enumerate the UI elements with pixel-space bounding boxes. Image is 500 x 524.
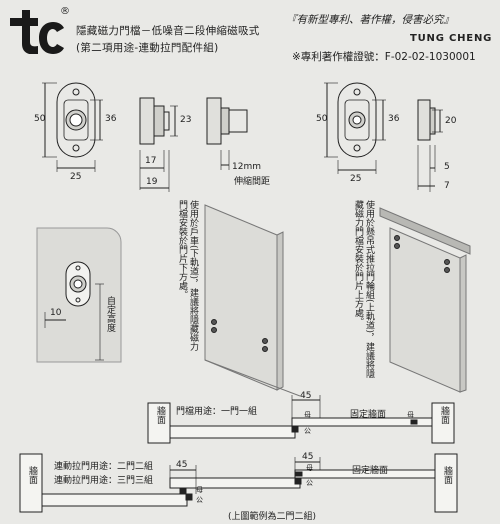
door-stop-use: 門檔用途：一門一組 <box>176 407 258 417</box>
patent-number: ※專利著作權證號：F-02-02-1030001 <box>292 51 476 63</box>
male-label-2b: 公 <box>306 479 313 487</box>
product-title: 隱藏磁力門檔－低噪音二段伸縮磁吸式 <box>76 25 260 37</box>
wall-left-1 <box>147 402 171 444</box>
male-label-2a: 公 <box>196 496 203 504</box>
dim-right-width: 25 <box>350 174 362 184</box>
product-subtitle: (第二項用途-連動拉門配件組) <box>76 42 219 54</box>
dim-detail-width: 10 <box>50 308 62 318</box>
wall-label-1b: 牆面 <box>439 406 449 424</box>
linked-use-1: 連動拉門用途：二門二組 <box>54 462 154 472</box>
dim-left-height: 50 <box>34 114 46 124</box>
dim-right-inner-height: 36 <box>388 114 400 124</box>
dim-left-width: 25 <box>70 172 82 182</box>
left-install-note: 使用於戶車(下軌道)，建議將隱藏磁力門檔安裝於門片下方處。 <box>177 200 198 352</box>
wall-left-2 <box>19 453 43 513</box>
door-panel-1 <box>169 425 296 439</box>
female-label-1a: 母 <box>304 411 311 419</box>
male-label-1: 公 <box>304 427 311 435</box>
dim-right-height: 50 <box>316 114 328 124</box>
dim-left-inner-height: 36 <box>105 114 117 124</box>
dim-right-depth-7: 7 <box>444 181 450 191</box>
extended-side-body <box>206 97 222 145</box>
door-panel-2b <box>169 477 301 489</box>
gap-label-2a: 45 <box>176 460 188 470</box>
patent-slogan: 『有新型專利、著作權，侵害必究』 <box>286 14 454 26</box>
brand-logo <box>6 8 72 55</box>
fixed-wall-label-2: 固定牆面 <box>352 466 389 476</box>
registered-mark: ® <box>60 6 70 17</box>
detail-caption: 自定高度 <box>105 296 115 332</box>
fixed-wall-label-1: 固定牆面 <box>350 410 387 420</box>
linked-use-2: 連動拉門用途：三門三組 <box>54 476 154 486</box>
left-front-plate <box>56 82 96 158</box>
gap-label-1: 45 <box>300 391 312 401</box>
dim-right-side-height: 20 <box>445 116 457 126</box>
dim-right-depth-5: 5 <box>444 162 450 172</box>
wall-label-2a: 牆面 <box>27 466 37 484</box>
brand-name: TUNG CHENG <box>410 33 493 44</box>
female-label-2a: 母 <box>196 486 203 494</box>
right-side-body <box>417 99 431 141</box>
lower-track-door <box>204 204 278 391</box>
dim-left-depth-17: 17 <box>145 156 157 166</box>
left-side-body <box>139 97 155 145</box>
wall-right-1 <box>431 402 455 444</box>
upper-track-door <box>389 227 461 393</box>
door-panel-2a <box>41 493 188 507</box>
female-label-2b: 母 <box>306 464 313 472</box>
dim-left-side-height: 23 <box>180 115 192 125</box>
stroke-label: 12mm <box>232 162 261 172</box>
stroke-caption: 伸縮間距 <box>234 177 271 187</box>
example-caption: (上圖範例為二門二組) <box>228 512 317 522</box>
female-label-1b: 母 <box>407 411 414 419</box>
dim-left-depth-19: 19 <box>146 177 158 187</box>
wall-label-2b: 牆面 <box>442 466 452 484</box>
gap-label-2b: 45 <box>302 452 314 462</box>
right-install-note: 使用於懸吊式推拉門輪組(上軌道)，建議將隱藏磁力門檔安裝於門片上方處。 <box>353 200 374 379</box>
wall-label-1a: 牆面 <box>155 406 165 424</box>
wall-right-2 <box>434 453 458 513</box>
right-front-plate <box>337 82 377 158</box>
